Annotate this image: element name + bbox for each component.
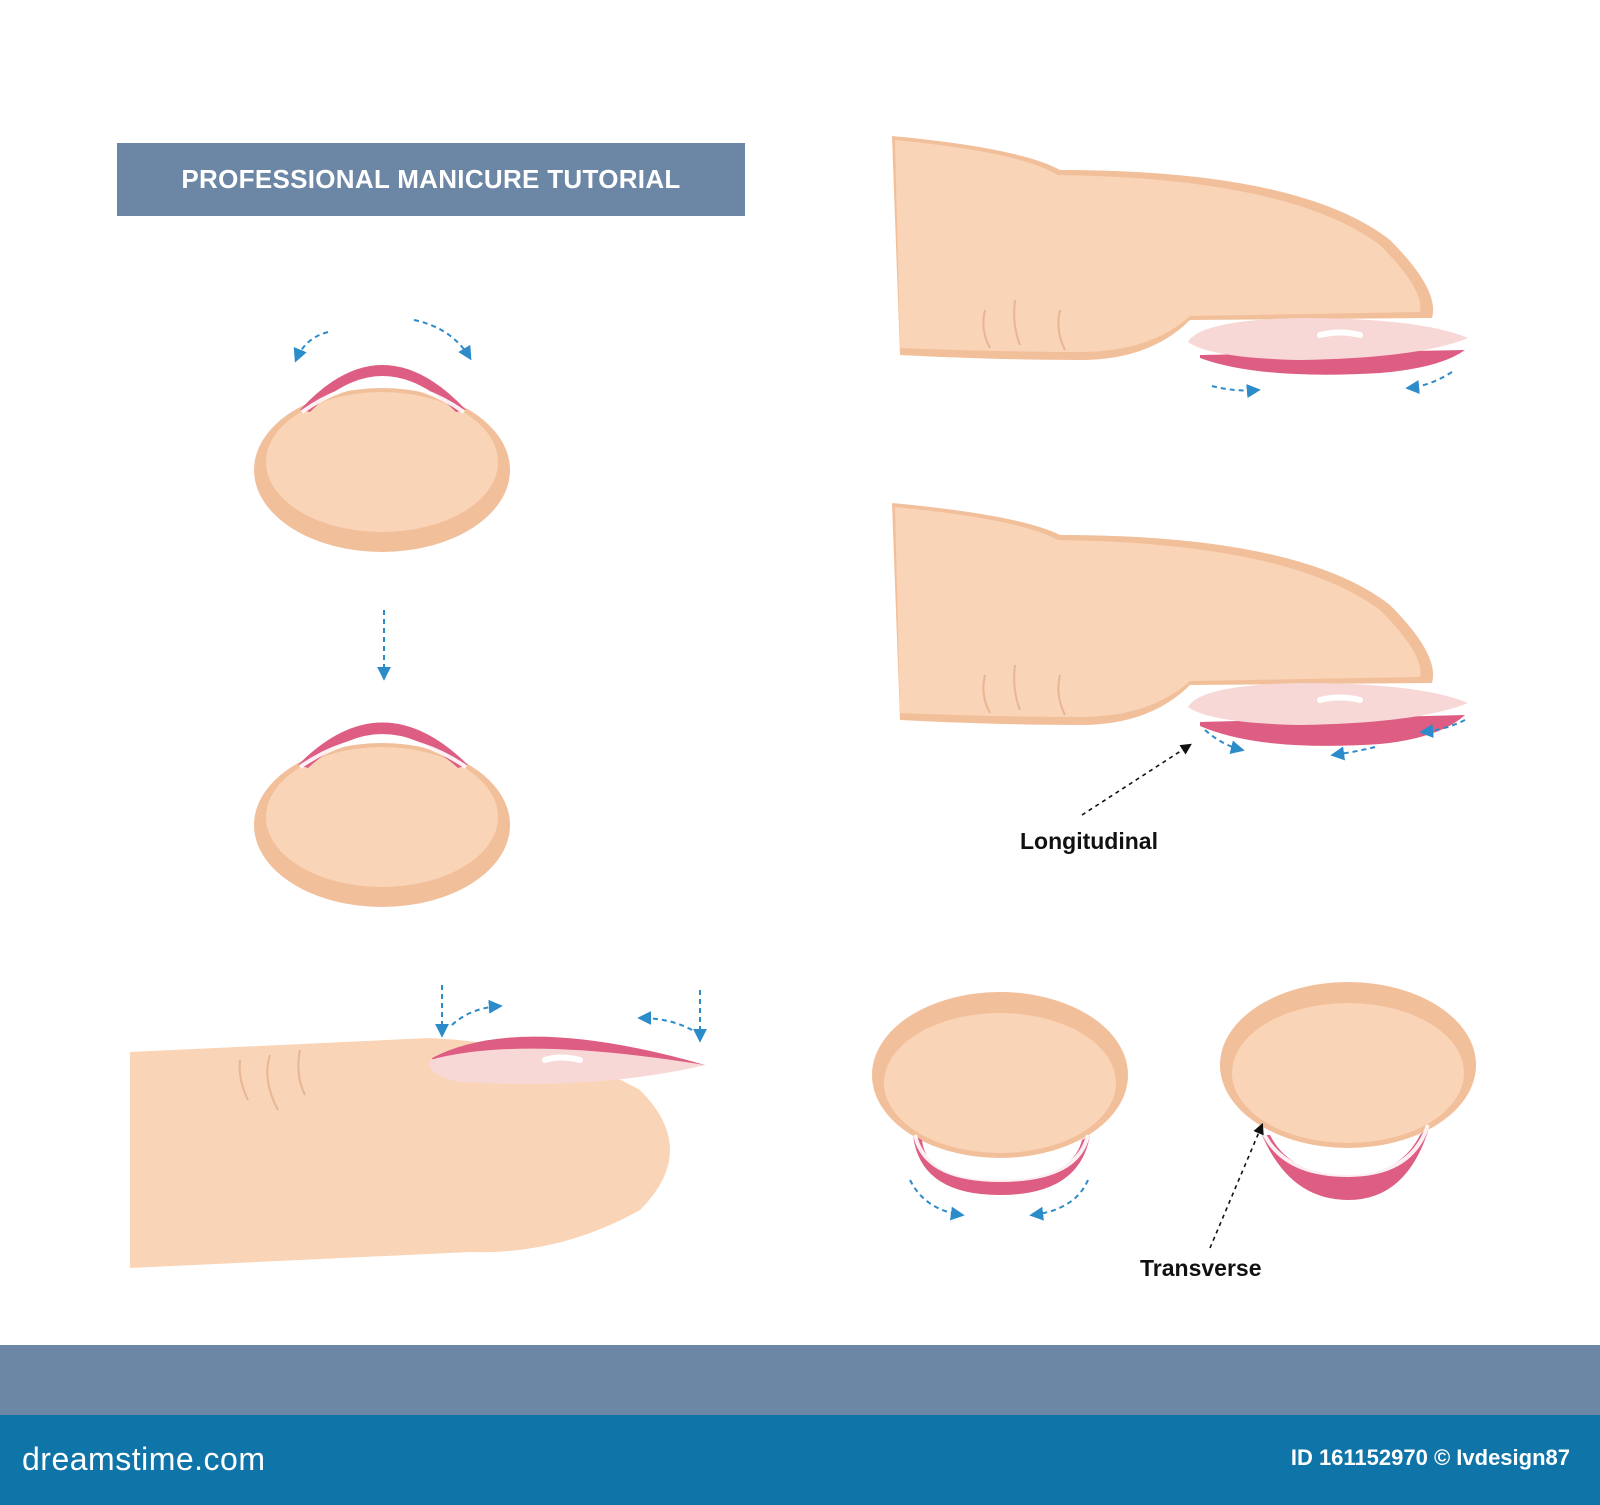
manicure-illustration <box>130 136 1476 1268</box>
page-title-banner: PROFESSIONAL MANICURE TUTORIAL <box>117 143 745 216</box>
fingertip-underside-right <box>1209 982 1476 1249</box>
finger-side-bottom <box>130 985 707 1268</box>
finger-side-middle-right <box>892 503 1468 816</box>
finger-side-top-right <box>892 136 1468 398</box>
fingertip-front-top <box>254 319 510 552</box>
fingertip-underside-left <box>872 992 1128 1221</box>
page-title: PROFESSIONAL MANICURE TUTORIAL <box>181 164 681 194</box>
footer-credit: ID 161152970 © Ivdesign87 <box>1290 1445 1570 1470</box>
longitudinal-label: Longitudinal <box>1020 828 1158 854</box>
footer-bar: dreamstime.com ID 161152970 © Ivdesign87 <box>0 1415 1600 1505</box>
divider-band <box>0 1345 1600 1415</box>
footer-logo[interactable]: dreamstime.com <box>22 1441 266 1477</box>
transverse-label: Transverse <box>1140 1255 1262 1281</box>
fingertip-front-middle <box>254 722 510 907</box>
